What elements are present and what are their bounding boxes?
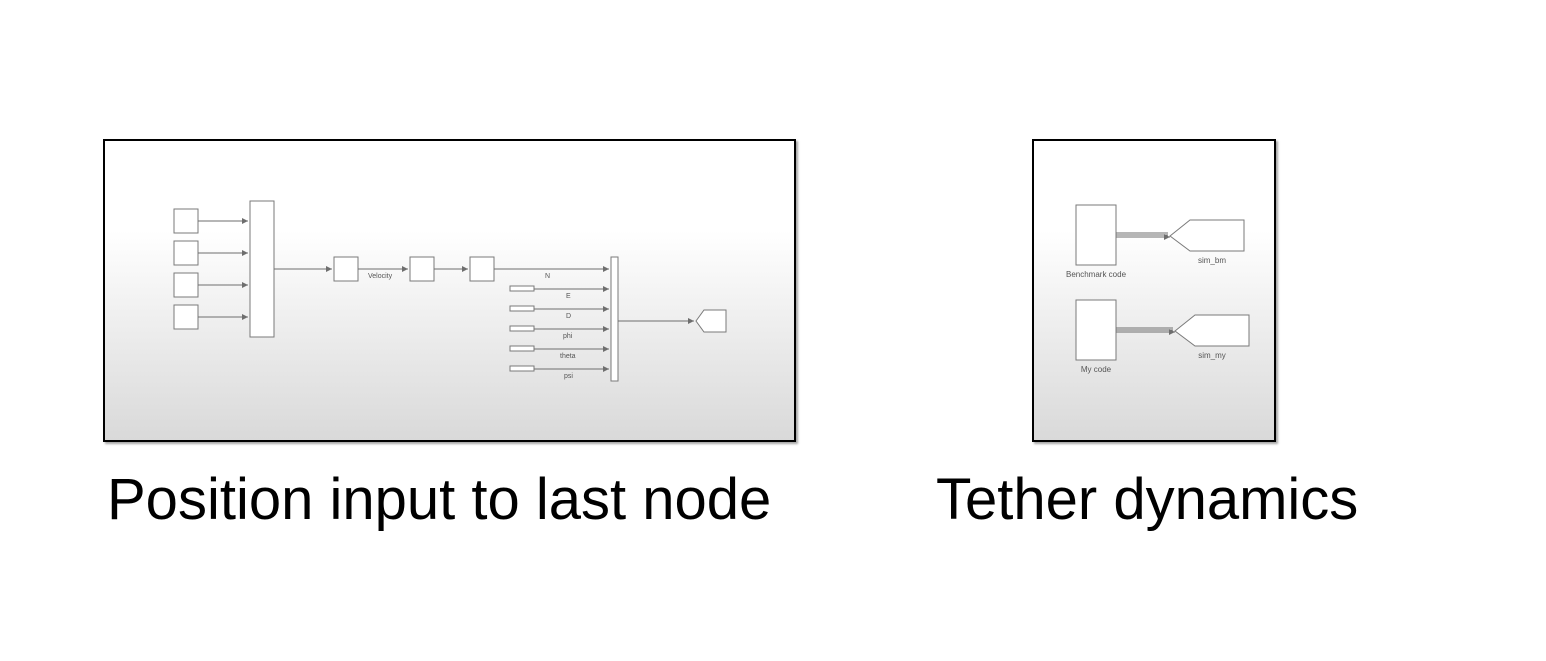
input-block-2[interactable] <box>173 240 199 266</box>
constant-block-theta[interactable] <box>509 345 535 352</box>
signal-label-phi: phi <box>563 333 573 340</box>
chain-block-3[interactable] <box>469 256 495 282</box>
my-code-block[interactable] <box>1075 299 1117 361</box>
mux-block[interactable] <box>249 200 275 338</box>
caption-position-input: Position input to last node <box>107 467 772 532</box>
caption-tether-dynamics: Tether dynamics <box>936 467 1359 532</box>
input-block-3[interactable] <box>173 272 199 298</box>
goto-tag[interactable] <box>695 309 727 333</box>
tether-dynamics-diagram: Benchmark code sim_bm My code sim_my <box>1066 204 1250 374</box>
subsystem-position-input[interactable]: Velocity N E D phi theta psi <box>103 139 796 442</box>
position-input-diagram: Velocity N E D phi theta psi <box>173 200 727 382</box>
signal-label-psi: psi <box>564 373 573 380</box>
constant-block-phi[interactable] <box>509 325 535 332</box>
sim-bm-label: sim_bm <box>1198 256 1226 265</box>
signal-label-d: D <box>566 313 571 320</box>
mux-block-2[interactable] <box>610 256 619 382</box>
sim-my-label: sim_my <box>1198 351 1226 360</box>
input-block-4[interactable] <box>173 304 199 330</box>
signal-label-velocity: Velocity <box>368 273 393 280</box>
goto-tag-sim-bm[interactable] <box>1169 219 1245 252</box>
benchmark-code-block[interactable] <box>1075 204 1117 266</box>
subsystem-tether-dynamics[interactable]: Benchmark code sim_bm My code sim_my <box>1032 139 1276 442</box>
signal-label-n: N <box>545 273 550 280</box>
chain-block-1[interactable] <box>333 256 359 282</box>
chain-block-2[interactable] <box>409 256 435 282</box>
input-block-1[interactable] <box>173 208 199 234</box>
constant-block-e[interactable] <box>509 285 535 292</box>
constant-block-d[interactable] <box>509 305 535 312</box>
benchmark-code-label: Benchmark code <box>1066 270 1127 279</box>
my-code-label: My code <box>1081 365 1112 374</box>
signal-label-theta: theta <box>560 353 576 360</box>
goto-tag-sim-my[interactable] <box>1174 314 1250 347</box>
constant-block-psi[interactable] <box>509 365 535 372</box>
signal-label-e: E <box>566 293 571 300</box>
